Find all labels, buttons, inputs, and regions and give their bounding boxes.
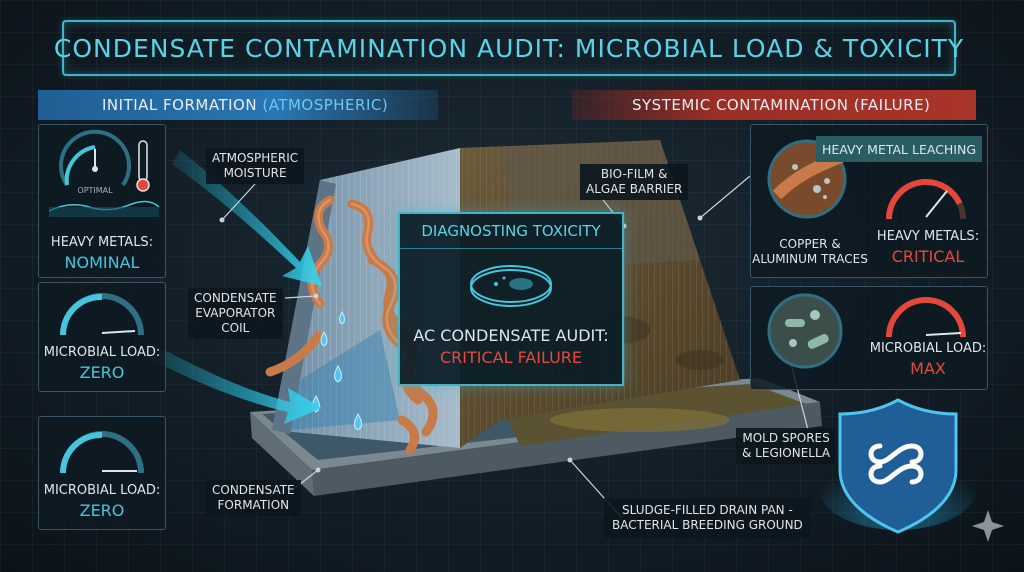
banner-main: INITIAL FORMATION: [102, 96, 258, 114]
microbial-value: ZERO: [79, 363, 125, 382]
gauge-icon: [48, 129, 160, 217]
callout-line: ALUMINUM TRACES: [752, 252, 868, 266]
banner-accent: (ATMOSPHERIC): [262, 96, 389, 114]
diagnostic-heading: DIAGNOSTING TOXICITY: [400, 214, 622, 249]
callout-sludge: SLUDGE-FILLED DRAIN PAN - BACTERIAL BREE…: [604, 498, 811, 538]
microbial-max-panel: MICROBIAL LOAD: MAX: [750, 286, 988, 390]
microbial-value: MAX: [910, 359, 946, 378]
audit-line-2: CRITICAL FAILURE: [439, 348, 583, 367]
page-title: CONDENSATE CONTAMINATION AUDIT: MICROBIA…: [53, 33, 965, 63]
callout-line: & LEGIONELLA: [742, 446, 831, 460]
microbial-label: MICROBIAL LOAD:: [43, 345, 161, 360]
gauge-icon: [886, 297, 966, 338]
callout-line: MOLD SPORES: [742, 431, 830, 445]
heavy-metals-value: NOMINAL: [64, 253, 140, 272]
shield-icon: [820, 398, 976, 534]
water-droplets: [312, 310, 362, 431]
callout-mold: MOLD SPORES & LEGIONELLA: [736, 428, 837, 464]
microbial-panel-1: MICROBIAL LOAD: ZERO: [38, 282, 166, 392]
callout-line: ATMOSPHERIC: [212, 151, 299, 165]
microbial-value: ZERO: [79, 501, 125, 520]
diagnostic-panel: DIAGNOSTING TOXICITY AC CONDENSATE AUDIT…: [398, 212, 624, 386]
callout-line: ALGAE BARRIER: [586, 182, 683, 196]
heavy-metals-label: HEAVY METALS:: [50, 235, 154, 250]
drain-pan: [250, 378, 822, 496]
gauge-icon: [60, 431, 144, 474]
microbial-panel-2: MICROBIAL LOAD: ZERO: [38, 416, 166, 530]
callout-condensate-formation: CONDENSATE FORMATION: [206, 480, 301, 516]
gauge-icon: [60, 293, 144, 336]
airflow-arrows: [144, 150, 322, 424]
callout-line: FORMATION: [217, 498, 290, 512]
callout-line: COIL: [221, 321, 250, 335]
callout-line: MOISTURE: [223, 166, 287, 180]
microbial-label: MICROBIAL LOAD:: [869, 341, 987, 356]
bacteria-icon: [767, 293, 843, 369]
callout-line: CONDENSATE: [194, 291, 277, 305]
audit-line-1: AC CONDENSATE AUDIT:: [413, 326, 609, 345]
petri-dish-icon: [470, 265, 552, 307]
callout-line: COPPER &: [779, 237, 841, 251]
sparkle-icon: [972, 510, 1004, 542]
title-frame: CONDENSATE CONTAMINATION AUDIT: MICROBIA…: [54, 20, 963, 76]
gauge-icon: [886, 179, 966, 220]
heavy-metal-leaching-label: HEAVY METAL LEACHING: [816, 136, 982, 162]
microbial-label: MICROBIAL LOAD:: [43, 483, 161, 498]
heavy-metals-panel: OPTIMAL HEAVY METALS: NOMINAL: [38, 124, 166, 278]
gauge-caption: OPTIMAL: [77, 186, 113, 195]
callout-line: BACTERIAL BREEDING GROUND: [612, 518, 803, 532]
callout-line: CONDENSATE: [212, 483, 295, 497]
systemic-contamination-banner: SYSTEMIC CONTAMINATION (FAILURE): [572, 90, 976, 120]
initial-formation-banner: INITIAL FORMATION (ATMOSPHERIC): [38, 90, 438, 120]
heavy-metals-label: HEAVY METALS:: [876, 229, 980, 244]
callout-biofilm: BIO-FILM & ALGAE BARRIER: [580, 164, 689, 200]
callout-atmospheric-moisture: ATMOSPHERIC MOISTURE: [206, 148, 305, 184]
copper-caption: COPPER & ALUMINUM TRACES: [751, 237, 869, 267]
heavy-metals-value: CRITICAL: [891, 247, 965, 266]
callout-line: EVAPORATOR: [195, 306, 276, 320]
callout-line: SLUDGE-FILLED DRAIN PAN -: [621, 503, 793, 517]
banner-right-text: SYSTEMIC CONTAMINATION (FAILURE): [632, 96, 931, 114]
callout-evaporator-coil: CONDENSATE EVAPORATOR COIL: [188, 288, 283, 339]
callout-line: BIO-FILM &: [600, 167, 668, 181]
